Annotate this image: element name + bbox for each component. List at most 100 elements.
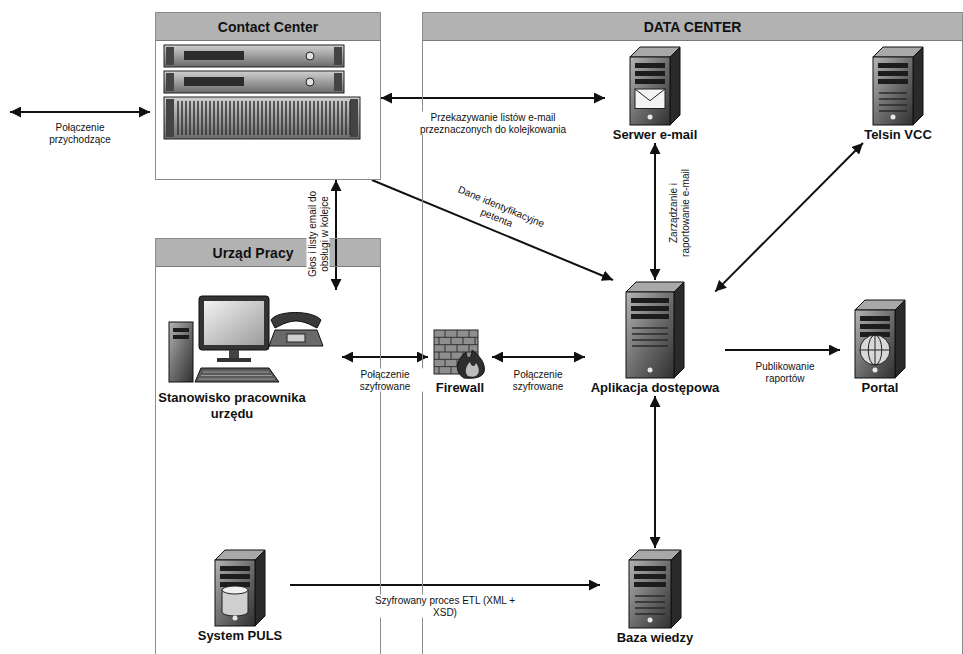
server-icon-part bbox=[855, 310, 895, 378]
system-icon bbox=[585, 280, 725, 380]
firewall-icon-part bbox=[457, 345, 458, 352]
rack-server-part bbox=[241, 101, 243, 135]
workstation-icon-part bbox=[201, 375, 272, 376]
rack-server-part bbox=[164, 71, 344, 93]
rack-server-part bbox=[345, 101, 347, 135]
rack-server-part bbox=[301, 101, 303, 135]
server-icon-part bbox=[670, 47, 680, 125]
firewall-icon-part bbox=[439, 352, 440, 359]
rack-server-part bbox=[185, 101, 187, 135]
connector-arrow bbox=[492, 356, 585, 358]
firewall-icon-part bbox=[469, 330, 470, 337]
server-icon-part bbox=[635, 79, 665, 84]
system-icon bbox=[840, 298, 920, 380]
rack-server-part bbox=[321, 101, 323, 135]
firewall-icon-part bbox=[466, 362, 479, 377]
server-icon-part bbox=[215, 560, 255, 626]
node-name-line: Serwer e-mail bbox=[613, 127, 698, 143]
rack-server-part bbox=[213, 101, 215, 135]
server-icon-part bbox=[635, 601, 665, 603]
zone-band: Contact Center bbox=[155, 12, 381, 180]
system-node: Serwer e-mail bbox=[605, 45, 705, 143]
system-icon bbox=[600, 548, 710, 630]
rack-server-part bbox=[209, 101, 211, 135]
node-name: Portal bbox=[840, 380, 920, 396]
rack-server-part bbox=[225, 101, 227, 135]
rack-server-part bbox=[334, 47, 342, 65]
workstation-icon-part bbox=[169, 296, 323, 382]
rack-server-part bbox=[261, 101, 263, 135]
node-name-line: System PULS bbox=[198, 628, 283, 644]
server-icon-part bbox=[630, 57, 670, 125]
connector-label: Połączenie szyfrowane bbox=[498, 369, 578, 392]
rack-server-part bbox=[166, 99, 174, 137]
server-icon-part bbox=[220, 566, 250, 571]
workstation-icon-part bbox=[229, 350, 239, 358]
connector-arrow bbox=[725, 349, 840, 351]
rack-server-part bbox=[325, 101, 327, 135]
rack-server-part bbox=[334, 73, 342, 91]
firewall-icon-part bbox=[469, 345, 470, 352]
connector-arrow bbox=[381, 97, 605, 99]
firewall-icon-part bbox=[434, 337, 478, 338]
server-icon-part bbox=[634, 566, 666, 571]
rack-server-part bbox=[265, 101, 267, 135]
node-name: Stanowisko pracownika urzędu bbox=[157, 390, 307, 422]
rack-server-part bbox=[277, 101, 279, 135]
server-icon-part bbox=[635, 89, 665, 101]
rack-server-icon bbox=[160, 43, 374, 161]
firewall-icon-part bbox=[457, 350, 484, 378]
node-name: Firewall bbox=[428, 380, 492, 396]
server-icon-part bbox=[895, 300, 905, 378]
rack-server-part bbox=[253, 101, 255, 135]
rack-server-part bbox=[329, 101, 331, 135]
workstation-icon-part bbox=[217, 358, 251, 362]
server-icon-part bbox=[635, 613, 665, 615]
server-icon-part bbox=[626, 282, 684, 378]
rack-server-part bbox=[285, 101, 287, 135]
node-name-line: Baza wiedzy bbox=[617, 630, 694, 646]
band-header: DATA CENTER bbox=[423, 13, 962, 41]
node-name: Aplikacja dostępowa bbox=[585, 380, 725, 396]
connector-label: Publikowanie raportów bbox=[740, 361, 830, 384]
rack-server-part bbox=[229, 101, 231, 135]
server-icon-part bbox=[248, 590, 249, 612]
rack-server-part bbox=[217, 101, 219, 135]
firewall-icon-part bbox=[439, 337, 440, 344]
rack-server-part bbox=[289, 101, 291, 135]
connection-note: Połączenie przychodzące bbox=[30, 122, 130, 145]
rack-server-part bbox=[184, 77, 244, 86]
server-icon-part bbox=[632, 339, 668, 341]
band-header: Contact Center bbox=[156, 13, 380, 41]
workstation-icon-part bbox=[195, 368, 279, 382]
rack-server-part bbox=[164, 45, 360, 139]
rack-server-part bbox=[317, 101, 319, 135]
rack-server-part bbox=[177, 101, 179, 135]
rack-server-part bbox=[305, 101, 307, 135]
rack-server-part bbox=[201, 101, 203, 135]
rack-server-part bbox=[193, 101, 195, 135]
system-icon bbox=[848, 45, 948, 127]
server-icon-part bbox=[630, 47, 680, 57]
workstation-icon-part bbox=[199, 296, 269, 350]
server-icon-part bbox=[632, 345, 668, 347]
zone-band: DATA CENTERSerwer e-mailTelsin VCCAplika… bbox=[422, 12, 963, 654]
rack-server-part bbox=[197, 101, 199, 135]
server-icon-part bbox=[873, 57, 913, 125]
server-icon-part bbox=[855, 300, 905, 310]
firewall-icon-part bbox=[439, 367, 440, 374]
server-icon-part bbox=[629, 550, 681, 560]
workstation-icon-part bbox=[199, 379, 275, 380]
rack-server-part bbox=[164, 45, 344, 67]
server-icon-part bbox=[879, 98, 907, 100]
connector-arrow bbox=[715, 143, 863, 292]
firewall-icon-part bbox=[434, 351, 478, 352]
server-icon-part bbox=[873, 368, 878, 373]
zone-title: Contact Center bbox=[218, 19, 318, 35]
firewall-icon-part bbox=[463, 337, 464, 344]
server-icon-part bbox=[632, 333, 668, 335]
zone-title: DATA CENTER bbox=[644, 19, 742, 35]
server-icon-part bbox=[630, 47, 680, 125]
